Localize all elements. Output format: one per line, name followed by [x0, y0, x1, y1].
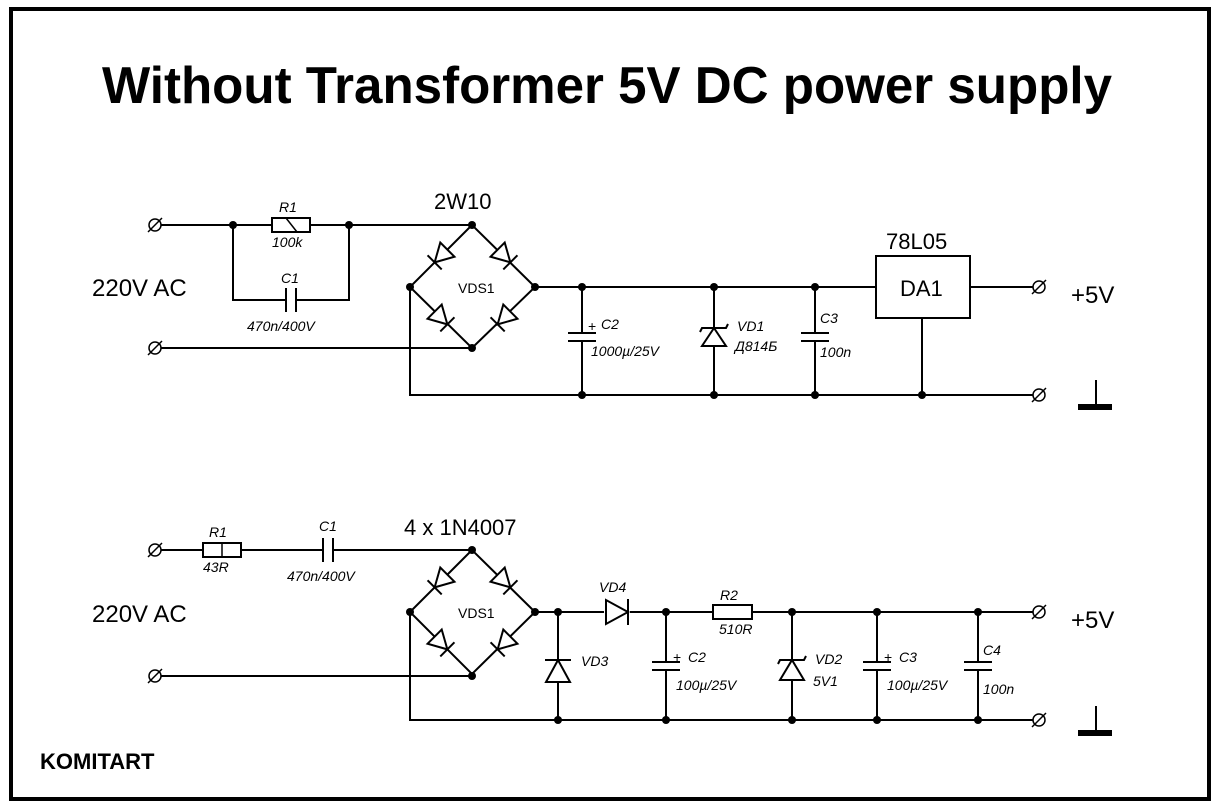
zener-diode-vd1	[699, 287, 729, 395]
input-label: 220V AC	[92, 275, 187, 302]
c3-ref: C3	[899, 649, 917, 665]
bridge-ref: VDS1	[458, 280, 495, 296]
capacitor-c3	[801, 287, 829, 395]
wire-ground-rail	[409, 287, 1033, 396]
r1-value: 43R	[203, 559, 229, 575]
c1-value: 470n/400V	[287, 568, 356, 584]
bridge-rectifier-vds1	[408, 223, 537, 350]
terminal-ac-in-2	[147, 340, 163, 356]
capacitor-c1	[285, 288, 297, 312]
frame-border	[9, 7, 1211, 801]
r1-value: 100k	[272, 234, 303, 250]
ground-icon	[1078, 380, 1112, 410]
circuit-1: 220V AC R1 100k C1 470n/400V	[92, 189, 1114, 410]
resistor-r2	[712, 604, 753, 620]
wire-c1-branch	[232, 225, 350, 301]
c2-plus: +	[673, 649, 681, 665]
zener-diode-vd2	[777, 612, 807, 720]
c3-value: 100µ/25V	[887, 677, 949, 693]
regulator-ref: DA1	[900, 276, 943, 301]
capacitor-c2	[568, 287, 596, 395]
brand-label: KOMITART	[40, 749, 155, 774]
regulator-part: 78L05	[886, 229, 947, 254]
c3-ref: C3	[820, 310, 838, 326]
capacitor-c4	[964, 612, 992, 720]
resistor-r1	[271, 217, 311, 233]
page-title: Without Transformer 5V DC power supply	[102, 57, 1112, 115]
c4-ref: C4	[983, 642, 1001, 658]
terminal-ac-in-1	[147, 217, 163, 233]
circuit-2: 220V AC R1 43R C1 470n/400V 4 x 1N4007 V…	[92, 515, 1114, 736]
bridge-ref: VDS1	[458, 605, 495, 621]
terminal-ac-in-1	[147, 542, 163, 558]
output-label: +5V	[1071, 607, 1114, 634]
c1-ref: C1	[281, 270, 299, 286]
c1-value: 470n/400V	[247, 318, 316, 334]
vd2-value: 5V1	[813, 673, 838, 689]
c2-value: 100µ/25V	[676, 677, 738, 693]
c2-ref: C2	[688, 649, 706, 665]
r2-value: 510R	[719, 621, 752, 637]
capacitor-c1	[322, 538, 334, 562]
vd3-ref: VD3	[581, 653, 608, 669]
diode-vd4	[605, 598, 631, 626]
c1-ref: C1	[319, 518, 337, 534]
c2-value: 1000µ/25V	[591, 343, 661, 359]
c2-ref: C2	[601, 316, 619, 332]
terminal-ac-in-2	[147, 668, 163, 684]
output-label: +5V	[1071, 282, 1114, 309]
wire-ground-rail	[409, 612, 1033, 721]
ground-icon	[1078, 706, 1112, 736]
vd1-value: Д814Б	[733, 338, 777, 354]
c4-value: 100n	[983, 681, 1014, 697]
c2-plus: +	[588, 318, 596, 334]
terminal-out-ground	[1031, 712, 1047, 728]
r1-ref: R1	[209, 524, 227, 540]
capacitor-c3	[863, 612, 891, 720]
diode-vd3	[544, 612, 572, 720]
input-label: 220V AC	[92, 601, 187, 628]
vd2-ref: VD2	[815, 651, 842, 667]
resistor-r1	[202, 542, 242, 558]
bridge-label: 4 x 1N4007	[404, 515, 517, 540]
vd4-ref: VD4	[599, 579, 626, 595]
r2-ref: R2	[720, 587, 738, 603]
voltage-regulator-da1	[875, 255, 1033, 395]
terminal-out-positive	[1031, 604, 1047, 620]
terminal-out-ground	[1031, 387, 1047, 403]
vd1-ref: VD1	[737, 318, 764, 334]
bridge-label: 2W10	[434, 189, 491, 214]
capacitor-c2	[652, 612, 680, 720]
r1-ref: R1	[279, 199, 297, 215]
c3-value: 100n	[820, 344, 851, 360]
terminal-out-positive	[1031, 279, 1047, 295]
c3-plus: +	[884, 649, 892, 665]
